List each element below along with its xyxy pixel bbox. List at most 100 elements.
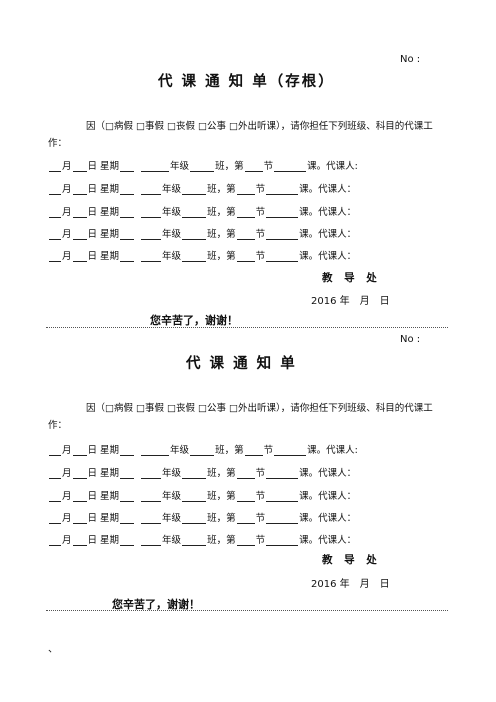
form2-no-label: No : <box>400 334 421 345</box>
row-month-label: 月 <box>62 251 72 262</box>
row-class-label: 班，第 <box>207 207 236 218</box>
row-day-label: 日 星期 <box>87 184 120 195</box>
row-teacher-label: 课。代课人： <box>299 491 357 502</box>
blank-class[interactable] <box>182 512 207 524</box>
blank-grade[interactable] <box>141 467 162 479</box>
blank-day[interactable] <box>72 534 87 546</box>
blank-period[interactable] <box>236 512 255 524</box>
blank-class[interactable] <box>182 206 207 218</box>
row-period-label: 节 <box>255 513 266 524</box>
row-day-label: 日 星期 <box>87 468 120 479</box>
blank-day[interactable] <box>72 444 87 456</box>
form1-no-label: No : <box>400 54 421 65</box>
blank-day[interactable] <box>72 490 87 502</box>
blank-class[interactable] <box>182 228 207 240</box>
row-period-label: 节 <box>263 161 274 172</box>
blank-grade[interactable] <box>141 512 162 524</box>
blank-weekday[interactable] <box>120 512 135 524</box>
row-teacher-label: 课。代课人： <box>299 207 357 218</box>
form1-thanks: 您辛苦了，谢谢！ <box>150 314 238 327</box>
blank-subject[interactable] <box>266 206 299 218</box>
blank-day[interactable] <box>72 512 87 524</box>
blank-month[interactable] <box>49 250 61 262</box>
blank-month[interactable] <box>49 467 61 479</box>
blank-grade[interactable] <box>141 490 162 502</box>
blank-day[interactable] <box>72 160 87 172</box>
blank-month[interactable] <box>49 160 61 172</box>
blank-day[interactable] <box>72 250 87 262</box>
blank-period[interactable] <box>236 534 255 546</box>
form2-row-4: 月 日 星期 年级 班，第 节 课。代课人： <box>48 510 356 524</box>
blank-period[interactable] <box>236 206 255 218</box>
blank-grade[interactable] <box>141 534 162 546</box>
blank-subject[interactable] <box>266 534 299 546</box>
form1-row-3: 月 日 星期 年级 班，第 节 课。代课人： <box>48 204 356 218</box>
blank-weekday[interactable] <box>120 444 135 456</box>
blank-weekday[interactable] <box>120 183 135 195</box>
row-grade-label: 年级 <box>170 445 190 456</box>
blank-class[interactable] <box>182 183 207 195</box>
blank-month[interactable] <box>49 490 61 502</box>
blank-weekday[interactable] <box>120 160 135 172</box>
blank-subject[interactable] <box>266 250 299 262</box>
blank-period[interactable] <box>236 183 255 195</box>
blank-month[interactable] <box>49 444 61 456</box>
blank-weekday[interactable] <box>120 206 135 218</box>
blank-grade[interactable] <box>141 250 162 262</box>
blank-weekday[interactable] <box>120 534 135 546</box>
blank-month[interactable] <box>49 183 61 195</box>
blank-subject[interactable] <box>266 228 299 240</box>
blank-weekday[interactable] <box>120 467 135 479</box>
blank-grade[interactable] <box>141 444 170 456</box>
blank-class[interactable] <box>182 467 207 479</box>
row-teacher-label: 课。代课人： <box>299 468 357 479</box>
blank-day[interactable] <box>72 206 87 218</box>
row-teacher-label: 课。代课人： <box>299 184 357 195</box>
blank-subject[interactable] <box>266 490 299 502</box>
blank-period[interactable] <box>244 160 263 172</box>
row-grade-label: 年级 <box>162 251 182 262</box>
blank-day[interactable] <box>72 183 87 195</box>
blank-period[interactable] <box>236 228 255 240</box>
form1-office: 教 导 处 <box>322 272 381 284</box>
blank-class[interactable] <box>190 444 215 456</box>
form1-date: 2016 年 月 日 <box>311 296 390 307</box>
blank-subject[interactable] <box>266 183 299 195</box>
row-month-label: 月 <box>62 229 72 240</box>
blank-period[interactable] <box>236 250 255 262</box>
blank-weekday[interactable] <box>120 490 135 502</box>
row-teacher-label: 课。代课人: <box>307 445 358 456</box>
blank-day[interactable] <box>72 228 87 240</box>
blank-period[interactable] <box>236 467 255 479</box>
blank-weekday[interactable] <box>120 250 135 262</box>
row-month-label: 月 <box>62 207 72 218</box>
blank-grade[interactable] <box>141 228 162 240</box>
row-class-label: 班，第 <box>215 445 244 456</box>
blank-month[interactable] <box>49 512 61 524</box>
blank-grade[interactable] <box>141 183 162 195</box>
blank-subject[interactable] <box>266 467 299 479</box>
row-class-label: 班，第 <box>207 184 236 195</box>
blank-subject[interactable] <box>266 512 299 524</box>
blank-month[interactable] <box>49 534 61 546</box>
blank-class[interactable] <box>182 534 207 546</box>
blank-subject[interactable] <box>274 444 307 456</box>
row-day-label: 日 星期 <box>87 445 120 456</box>
blank-class[interactable] <box>182 490 207 502</box>
row-period-label: 节 <box>263 445 274 456</box>
blank-weekday[interactable] <box>120 228 135 240</box>
blank-period[interactable] <box>236 490 255 502</box>
blank-subject[interactable] <box>274 160 307 172</box>
blank-class[interactable] <box>182 250 207 262</box>
row-grade-label: 年级 <box>162 468 182 479</box>
form2-row-3: 月 日 星期 年级 班，第 节 课。代课人： <box>48 488 356 502</box>
blank-class[interactable] <box>190 160 215 172</box>
blank-grade[interactable] <box>141 160 170 172</box>
blank-day[interactable] <box>72 467 87 479</box>
blank-month[interactable] <box>49 228 61 240</box>
blank-grade[interactable] <box>141 206 162 218</box>
blank-month[interactable] <box>49 206 61 218</box>
bottom-line <box>46 610 448 611</box>
blank-period[interactable] <box>244 444 263 456</box>
cut-line <box>46 327 448 328</box>
